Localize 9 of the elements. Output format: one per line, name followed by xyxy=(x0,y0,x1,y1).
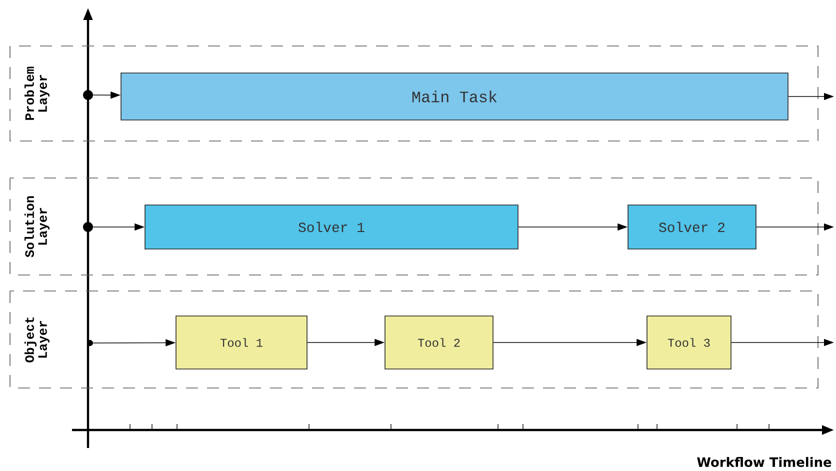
process-box: Solver 2 xyxy=(628,204,756,250)
start-dot xyxy=(83,90,93,100)
process-box: Main Task xyxy=(120,72,788,120)
axis-label: Workflow Timeline xyxy=(697,456,832,467)
process-box: Solver 1 xyxy=(144,204,518,250)
process-box: Tool 3 xyxy=(646,316,732,370)
process-box: Tool 1 xyxy=(176,316,308,370)
start-dot xyxy=(83,222,93,232)
process-box: Tool 2 xyxy=(384,316,494,370)
